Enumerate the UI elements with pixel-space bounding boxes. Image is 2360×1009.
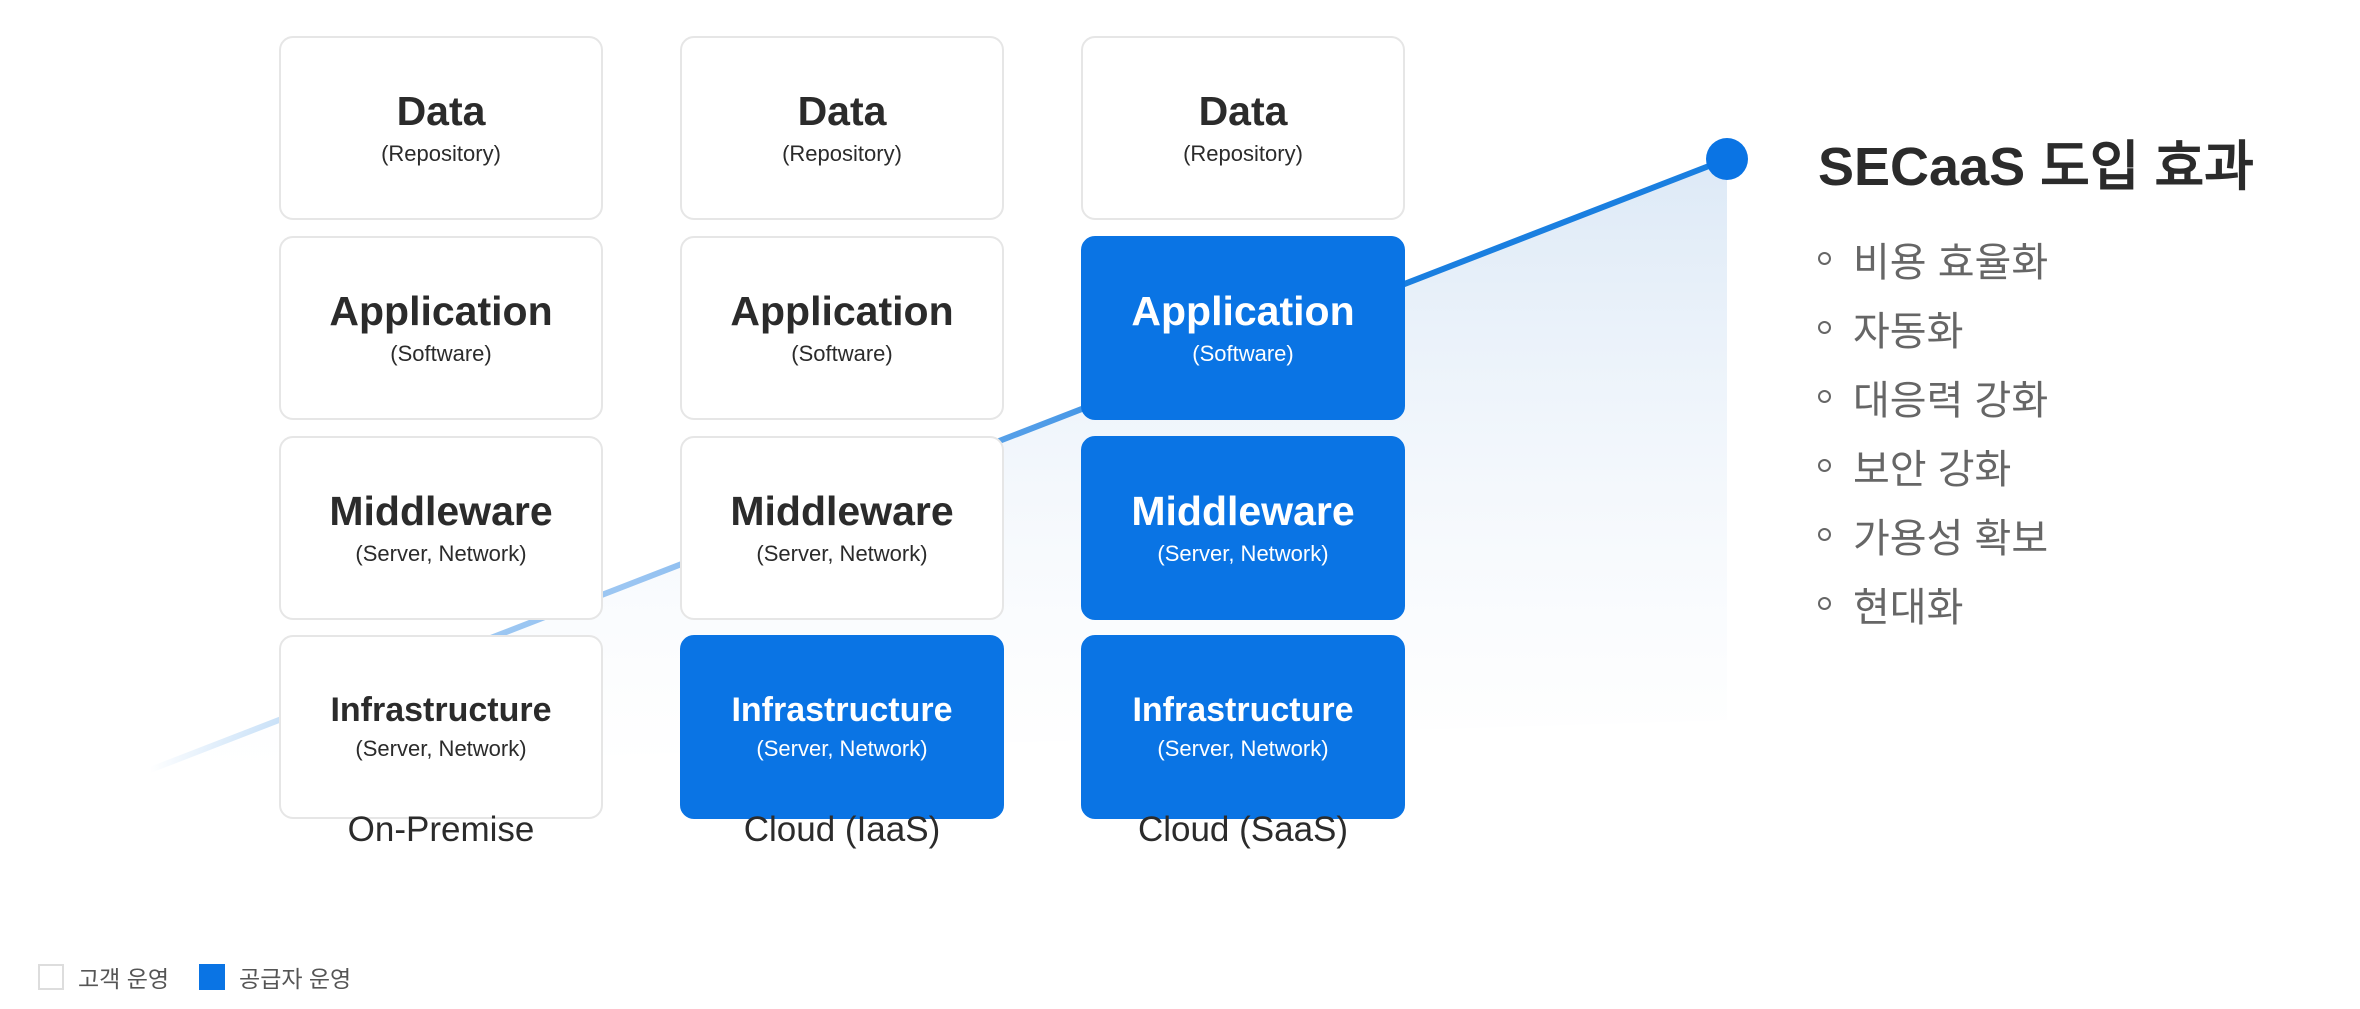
benefit-item: 자동화 — [1818, 293, 2048, 362]
benefit-text: 보안 강화 — [1853, 447, 2012, 492]
layer-subtitle: (Server, Network) — [756, 540, 928, 566]
benefit-item: 현대화 — [1818, 569, 2048, 638]
layer-application: Application (Software) — [279, 236, 603, 420]
legend-swatch-provider — [199, 964, 226, 990]
layer-middleware: Middleware (Server, Network) — [1081, 436, 1405, 620]
layer-subtitle: (Repository) — [381, 140, 501, 166]
layer-data: Data (Repository) — [1081, 36, 1405, 220]
benefit-item: 대응력 강화 — [1818, 362, 2048, 431]
layer-title: Infrastructure — [1132, 691, 1354, 730]
benefit-item: 가용성 확보 — [1818, 500, 2048, 569]
layer-data: Data (Repository) — [680, 36, 1004, 220]
layer-middleware: Middleware (Server, Network) — [279, 436, 603, 620]
bullet-icon — [1818, 390, 1831, 403]
legend-label-customer: 고객 운영 — [78, 966, 170, 992]
benefits-title: SECaaS 도입 효과 — [1818, 137, 2254, 197]
layer-title: Application — [1131, 288, 1355, 335]
column-label-cloud-iaas: Cloud (IaaS) — [743, 810, 941, 849]
layer-subtitle: (Repository) — [782, 140, 902, 166]
layer-title: Middleware — [730, 488, 954, 535]
layer-infrastructure: Infrastructure (Server, Network) — [680, 635, 1004, 819]
layer-subtitle: (Server, Network) — [355, 540, 527, 566]
bullet-icon — [1818, 597, 1831, 610]
legend-item-provider: 공급자 운영 — [199, 960, 351, 994]
layer-subtitle: (Server, Network) — [355, 735, 527, 761]
legend: 고객 운영 공급자 운영 — [38, 960, 381, 994]
layer-title: Middleware — [329, 488, 553, 535]
benefit-text: 가용성 확보 — [1853, 516, 2049, 561]
layer-title: Data — [797, 88, 887, 135]
benefit-text: 현대화 — [1853, 585, 1964, 630]
layer-subtitle: (Repository) — [1183, 140, 1303, 166]
layer-infrastructure: Infrastructure (Server, Network) — [279, 635, 603, 819]
benefit-item: 보안 강화 — [1818, 431, 2048, 500]
legend-swatch-customer — [38, 964, 64, 990]
benefit-text: 자동화 — [1853, 309, 1964, 354]
benefit-text: 비용 효율화 — [1853, 240, 2049, 285]
benefits-list: 비용 효율화 자동화 대응력 강화 보안 강화 가용성 확보 현대화 — [1818, 224, 2048, 638]
column-label-on-premise: On-Premise — [347, 810, 535, 849]
layer-middleware: Middleware (Server, Network) — [680, 436, 1004, 620]
bullet-icon — [1818, 459, 1831, 472]
layer-subtitle: (Server, Network) — [756, 735, 928, 761]
benefit-text: 대응력 강화 — [1853, 378, 2049, 423]
layer-title: Infrastructure — [330, 691, 552, 730]
layer-subtitle: (Software) — [791, 340, 893, 366]
layer-subtitle: (Software) — [1192, 340, 1294, 366]
layer-title: Infrastructure — [731, 691, 953, 730]
layer-title: Data — [396, 88, 486, 135]
layer-title: Application — [730, 288, 954, 335]
benefit-item: 비용 효율화 — [1818, 224, 2048, 293]
trend-endpoint-marker — [1706, 138, 1748, 180]
legend-label-provider: 공급자 운영 — [239, 966, 352, 992]
legend-item-customer: 고객 운영 — [38, 960, 169, 994]
layer-application: Application (Software) — [680, 236, 1004, 420]
layer-subtitle: (Server, Network) — [1157, 735, 1329, 761]
bullet-icon — [1818, 321, 1831, 334]
bullet-icon — [1818, 252, 1831, 265]
layer-subtitle: (Server, Network) — [1157, 540, 1329, 566]
layer-data: Data (Repository) — [279, 36, 603, 220]
layer-infrastructure: Infrastructure (Server, Network) — [1081, 635, 1405, 819]
layer-title: Application — [329, 288, 553, 335]
layer-subtitle: (Software) — [390, 340, 492, 366]
layer-title: Middleware — [1131, 488, 1355, 535]
bullet-icon — [1818, 528, 1831, 541]
layer-application: Application (Software) — [1081, 236, 1405, 420]
layer-title: Data — [1198, 88, 1288, 135]
column-label-cloud-saas: Cloud (SaaS) — [1137, 810, 1349, 849]
